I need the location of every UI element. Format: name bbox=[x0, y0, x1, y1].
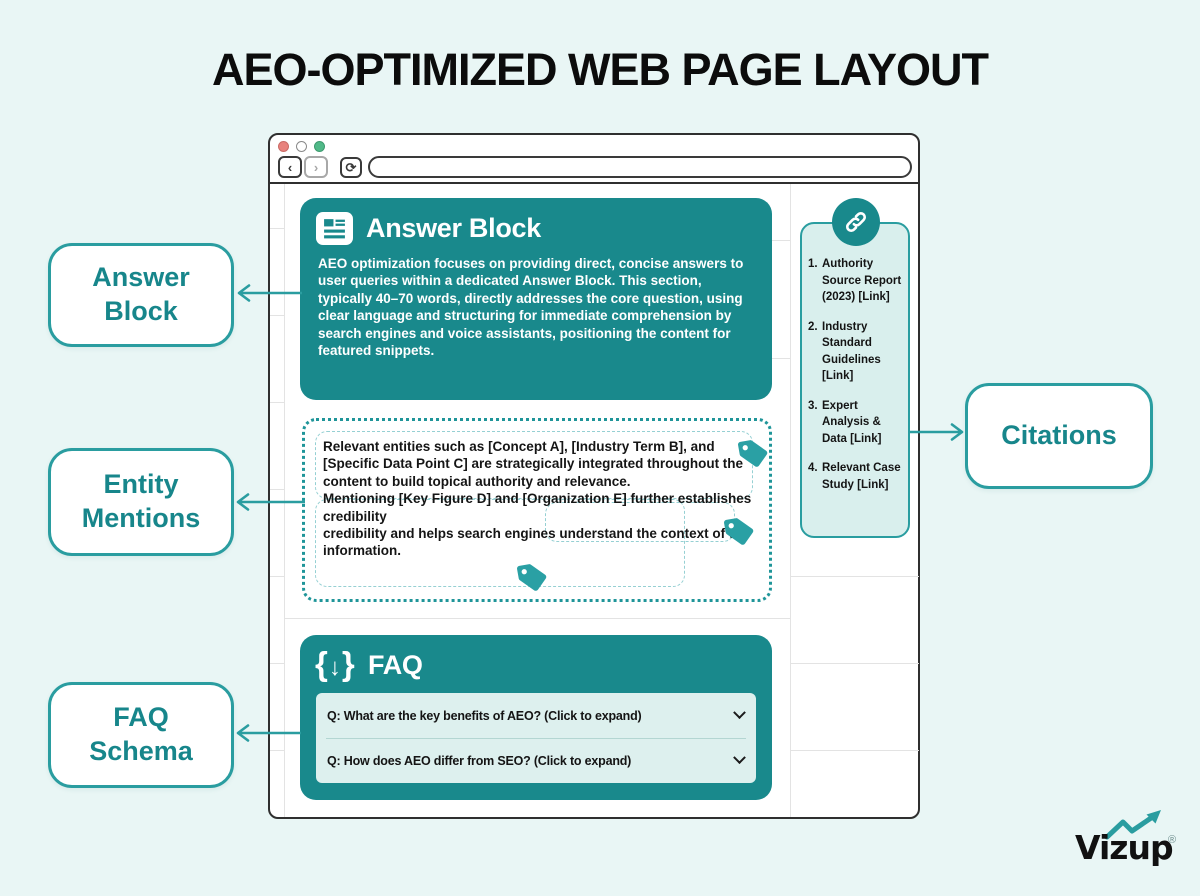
arrow-left-icon bbox=[237, 284, 302, 302]
answer-block-body: AEO optimization focuses on providing di… bbox=[318, 256, 744, 359]
chevron-down-icon[interactable] bbox=[733, 706, 746, 720]
grid-line bbox=[790, 750, 919, 751]
citation-text: Authority Source Report (2023) [Link] bbox=[822, 258, 902, 303]
back-icon: ‹ bbox=[287, 159, 293, 175]
registered-mark: ® bbox=[1168, 834, 1177, 846]
growth-arrow-icon bbox=[1104, 810, 1161, 840]
left-brace-glyph: { bbox=[315, 645, 328, 682]
entity-paragraph: Relevant entities such as [Concept A], [… bbox=[323, 439, 744, 489]
faq-question-text: Q: What are the key benefits of AEO? (Cl… bbox=[327, 708, 642, 723]
grid-line bbox=[790, 576, 919, 577]
grid-line bbox=[270, 315, 284, 316]
answer-block-heading: Answer Block bbox=[366, 213, 541, 243]
reload-icon: ⟳ bbox=[345, 159, 357, 175]
citation-number: 4. bbox=[808, 462, 818, 474]
faq-row-divider bbox=[326, 738, 746, 739]
grid-line bbox=[270, 750, 284, 751]
traffic-light-zoom-icon[interactable] bbox=[314, 141, 325, 152]
reload-button[interactable]: ⟳ bbox=[340, 157, 362, 178]
grid-line bbox=[284, 618, 790, 619]
entity-mentions-text: Relevant entities such as [Concept A], [… bbox=[323, 438, 769, 560]
faq-section: { ↓ } FAQ Q: What are the key benefits o… bbox=[300, 635, 772, 800]
grid-line bbox=[790, 663, 919, 664]
callout-citations: Citations bbox=[965, 383, 1153, 489]
url-bar[interactable] bbox=[368, 156, 912, 178]
arrow-right-icon bbox=[909, 423, 964, 441]
toolbar-divider bbox=[269, 182, 919, 184]
down-arrow-glyph: ↓ bbox=[328, 654, 341, 681]
arrow-left-icon bbox=[236, 493, 305, 511]
citation-item[interactable]: 2. Industry Standard Guidelines [Link] bbox=[808, 319, 904, 385]
faq-panel: Q: What are the key benefits of AEO? (Cl… bbox=[316, 693, 756, 783]
schema-braces-icon: { ↓ } bbox=[315, 644, 355, 688]
citation-text: Industry Standard Guidelines [Link] bbox=[822, 320, 881, 383]
grid-line bbox=[790, 184, 791, 817]
citation-item[interactable]: 3. Expert Analysis & Data [Link] bbox=[808, 398, 904, 448]
entity-highlight-box bbox=[315, 431, 753, 499]
citation-number: 1. bbox=[808, 258, 818, 270]
callout-faq-schema: FAQ Schema bbox=[48, 682, 234, 788]
link-icon bbox=[832, 198, 880, 246]
traffic-light-close-icon[interactable] bbox=[278, 141, 289, 152]
callout-entity-mentions: Entity Mentions bbox=[48, 448, 234, 556]
tag-icon bbox=[724, 518, 754, 545]
logo-wordmark: Vizup bbox=[1075, 828, 1174, 867]
citation-item[interactable]: 4. Relevant Case Study [Link] bbox=[808, 460, 904, 493]
grid-line bbox=[772, 240, 790, 241]
vizup-logo: Vizup ® bbox=[1058, 810, 1188, 880]
forward-icon: › bbox=[313, 159, 319, 175]
citations-list: 1. Authority Source Report (2023) [Link]… bbox=[808, 256, 904, 506]
back-button[interactable]: ‹ bbox=[278, 156, 302, 178]
entity-paragraph: Mentioning [Key Figure D] and [Organizat… bbox=[323, 491, 752, 524]
chevron-down-icon[interactable] bbox=[733, 751, 746, 765]
faq-question-row[interactable]: Q: How does AEO differ from SEO? (Click … bbox=[316, 738, 756, 783]
citation-text: Relevant Case Study [Link] bbox=[822, 462, 901, 491]
callout-answer-block: Answer Block bbox=[48, 243, 234, 347]
entity-paragraph: credibility and helps search engines und… bbox=[323, 526, 750, 559]
grid-line bbox=[284, 184, 285, 817]
tag-icon bbox=[517, 564, 547, 591]
tag-icon bbox=[738, 440, 768, 467]
grid-line bbox=[270, 489, 284, 490]
faq-question-text: Q: How does AEO differ from SEO? (Click … bbox=[327, 753, 632, 768]
grid-line bbox=[270, 402, 284, 403]
traffic-light-minimize-icon[interactable] bbox=[296, 141, 307, 152]
grid-line bbox=[270, 228, 284, 229]
page-title: AEO-OPTIMIZED WEB PAGE LAYOUT bbox=[211, 44, 989, 95]
right-brace-glyph: } bbox=[341, 645, 355, 682]
citation-number: 2. bbox=[808, 320, 818, 333]
forward-button[interactable]: › bbox=[304, 156, 328, 178]
grid-line bbox=[772, 358, 790, 359]
citation-number: 3. bbox=[808, 399, 818, 412]
entity-highlight-box bbox=[315, 499, 685, 587]
citation-text: Expert Analysis & Data [Link] bbox=[822, 399, 882, 445]
faq-question-row[interactable]: Q: What are the key benefits of AEO? (Cl… bbox=[316, 693, 756, 738]
faq-heading: FAQ bbox=[368, 650, 423, 680]
article-icon bbox=[316, 212, 353, 245]
answer-block-section: Answer Block AEO optimization focuses on… bbox=[300, 198, 772, 400]
grid-line bbox=[270, 576, 284, 577]
grid-line bbox=[270, 663, 284, 664]
arrow-left-icon bbox=[236, 724, 301, 742]
citation-item[interactable]: 1. Authority Source Report (2023) [Link] bbox=[808, 256, 904, 306]
